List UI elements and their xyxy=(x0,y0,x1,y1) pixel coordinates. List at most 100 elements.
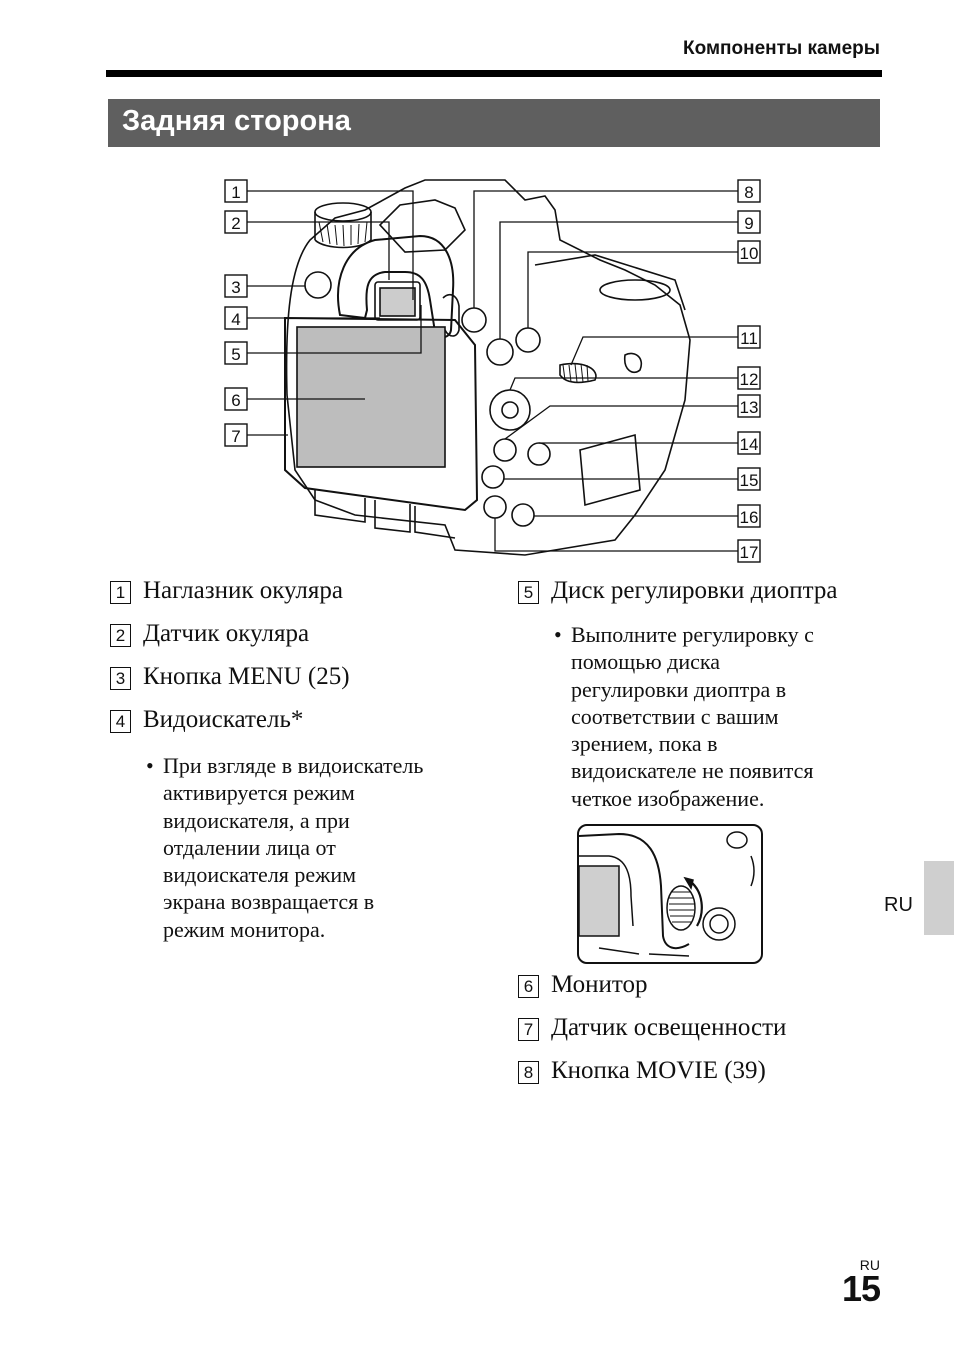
item-number: 8 xyxy=(518,1061,539,1084)
callout-5: 5 xyxy=(231,345,240,364)
playback-button-shape xyxy=(481,465,505,489)
eyecup-edge xyxy=(579,832,690,950)
item-text: Кнопка MOVIE (39) xyxy=(551,1057,766,1084)
diopter-inset-drawing xyxy=(579,831,755,957)
item-text: Монитор xyxy=(551,971,648,998)
diopter-note: • Выполните регулировку с помощью диска … xyxy=(554,621,814,812)
item-text: Наглазник окуляра xyxy=(143,577,343,604)
callout-11: 11 xyxy=(740,329,758,348)
section-title: Задняя сторона xyxy=(122,105,351,137)
note-line: видоискателя, а при xyxy=(163,807,350,833)
viewfinder-glass xyxy=(379,287,416,317)
running-header: Компоненты камеры xyxy=(683,38,880,59)
item-number: 4 xyxy=(110,710,131,733)
callout-1: 1 xyxy=(231,183,240,202)
item-number: 1 xyxy=(110,581,131,604)
list-item-5: 5 Диск регулировки диоптра xyxy=(518,577,837,605)
eyecup-outline xyxy=(337,234,455,338)
viewfinder-glass xyxy=(579,865,620,937)
note-line: При взгляде в видоискатель xyxy=(163,753,424,778)
top-button xyxy=(726,831,748,849)
item-number: 2 xyxy=(110,624,131,647)
note-line: четкое изображение. xyxy=(571,785,765,811)
callout-14: 14 xyxy=(740,435,759,454)
grip-panel xyxy=(579,433,641,507)
top-plate-edge xyxy=(534,254,686,311)
menu-button-shape xyxy=(304,271,332,299)
top-dial xyxy=(599,279,671,301)
bullet-dot: • xyxy=(554,622,562,647)
mode-dial-ridges xyxy=(318,221,368,247)
note-line: экрана возвращается в xyxy=(163,889,375,915)
camera-rear-diagram: 1 2 3 4 5 6 7 8 9 10 11 12 13 14 15 16 1… xyxy=(224,179,761,563)
callout-16: 16 xyxy=(740,508,759,527)
control-dial-ridges xyxy=(562,363,589,383)
fn-button-shape xyxy=(493,438,517,462)
callout-9: 9 xyxy=(744,214,753,233)
language-side-tab xyxy=(924,861,954,935)
item-text: Диск регулировки диоптра xyxy=(551,577,838,604)
list-item-7: 7 Датчик освещенности xyxy=(518,1014,786,1042)
button-core xyxy=(709,914,729,934)
list-item-6: 6 Монитор xyxy=(518,971,647,999)
note-line: зрением, пока в xyxy=(571,731,718,757)
page-number: 15 xyxy=(841,1268,881,1309)
note-line: режим монитора. xyxy=(163,916,326,942)
callout-12: 12 xyxy=(740,370,759,389)
monitor-screen xyxy=(296,326,446,468)
callout-2: 2 xyxy=(231,214,240,233)
callout-10: 10 xyxy=(740,244,759,263)
rotate-arrow-head xyxy=(683,876,694,890)
header-rule xyxy=(106,70,882,77)
eyecup-inner xyxy=(579,855,634,927)
flash-housing xyxy=(378,199,466,253)
callout-7: 7 xyxy=(231,427,240,446)
note-line: видоискателе не появится xyxy=(571,758,814,784)
multi-selector-shape xyxy=(489,389,531,431)
viewfinder-note: • При взгляде в видоискатель активируетс… xyxy=(146,752,424,943)
monitor-hinge xyxy=(314,490,456,539)
item-number: 3 xyxy=(110,667,131,690)
list-item-8: 8 Кнопка MOVIE (39) xyxy=(518,1057,766,1085)
ae-lock-button-shape xyxy=(515,327,541,353)
button-ring xyxy=(702,907,736,941)
note-line: регулировки диоптра в xyxy=(571,676,787,702)
language-side-label: RU xyxy=(884,894,913,916)
c-button-shape xyxy=(527,442,551,466)
rotate-arrow xyxy=(690,881,703,927)
camera-body-outline xyxy=(285,179,691,556)
strap-lug xyxy=(623,352,643,374)
note-line: помощью диска xyxy=(571,649,721,675)
diopter-wheel-ridges xyxy=(669,891,694,923)
diopter-inset-illustration xyxy=(577,824,763,964)
base-lines xyxy=(598,947,690,957)
delete-button-shape xyxy=(483,495,507,519)
note-line: видоискателя режим xyxy=(163,862,357,888)
callouts-left xyxy=(224,179,248,447)
movie-button-shape xyxy=(461,307,487,333)
section-title-bar: Задняя сторона xyxy=(108,99,880,147)
callout-17: 17 xyxy=(740,543,759,562)
note-line: Выполните регулировку с xyxy=(571,622,814,647)
callout-13: 13 xyxy=(740,398,759,417)
callout-8: 8 xyxy=(744,183,753,202)
item-number: 5 xyxy=(518,581,539,604)
note-line: активируется режим xyxy=(163,780,355,806)
list-item-2: 2 Датчик окуляра xyxy=(110,620,309,648)
callout-numbers: 1 2 3 4 5 6 7 8 9 10 11 12 13 14 15 16 1… xyxy=(231,183,758,562)
callout-3: 3 xyxy=(231,278,240,297)
mode-dial-top xyxy=(314,202,372,222)
multi-selector-center xyxy=(501,401,519,419)
diopter-wheel xyxy=(666,885,696,931)
list-item-4: 4 Видоискатель* xyxy=(110,706,303,734)
list-item-1: 1 Наглазник окуляра xyxy=(110,577,343,605)
diopter-dial xyxy=(442,293,460,337)
callouts-right xyxy=(737,179,761,563)
af-mf-button-shape xyxy=(486,338,514,366)
callout-4: 4 xyxy=(231,310,240,329)
callout-6: 6 xyxy=(231,391,240,410)
item-text: Датчик освещенности xyxy=(551,1014,787,1041)
item-number: 6 xyxy=(518,975,539,998)
note-line: соответствии с вашим xyxy=(571,703,779,729)
page-language: RU xyxy=(859,1257,880,1273)
